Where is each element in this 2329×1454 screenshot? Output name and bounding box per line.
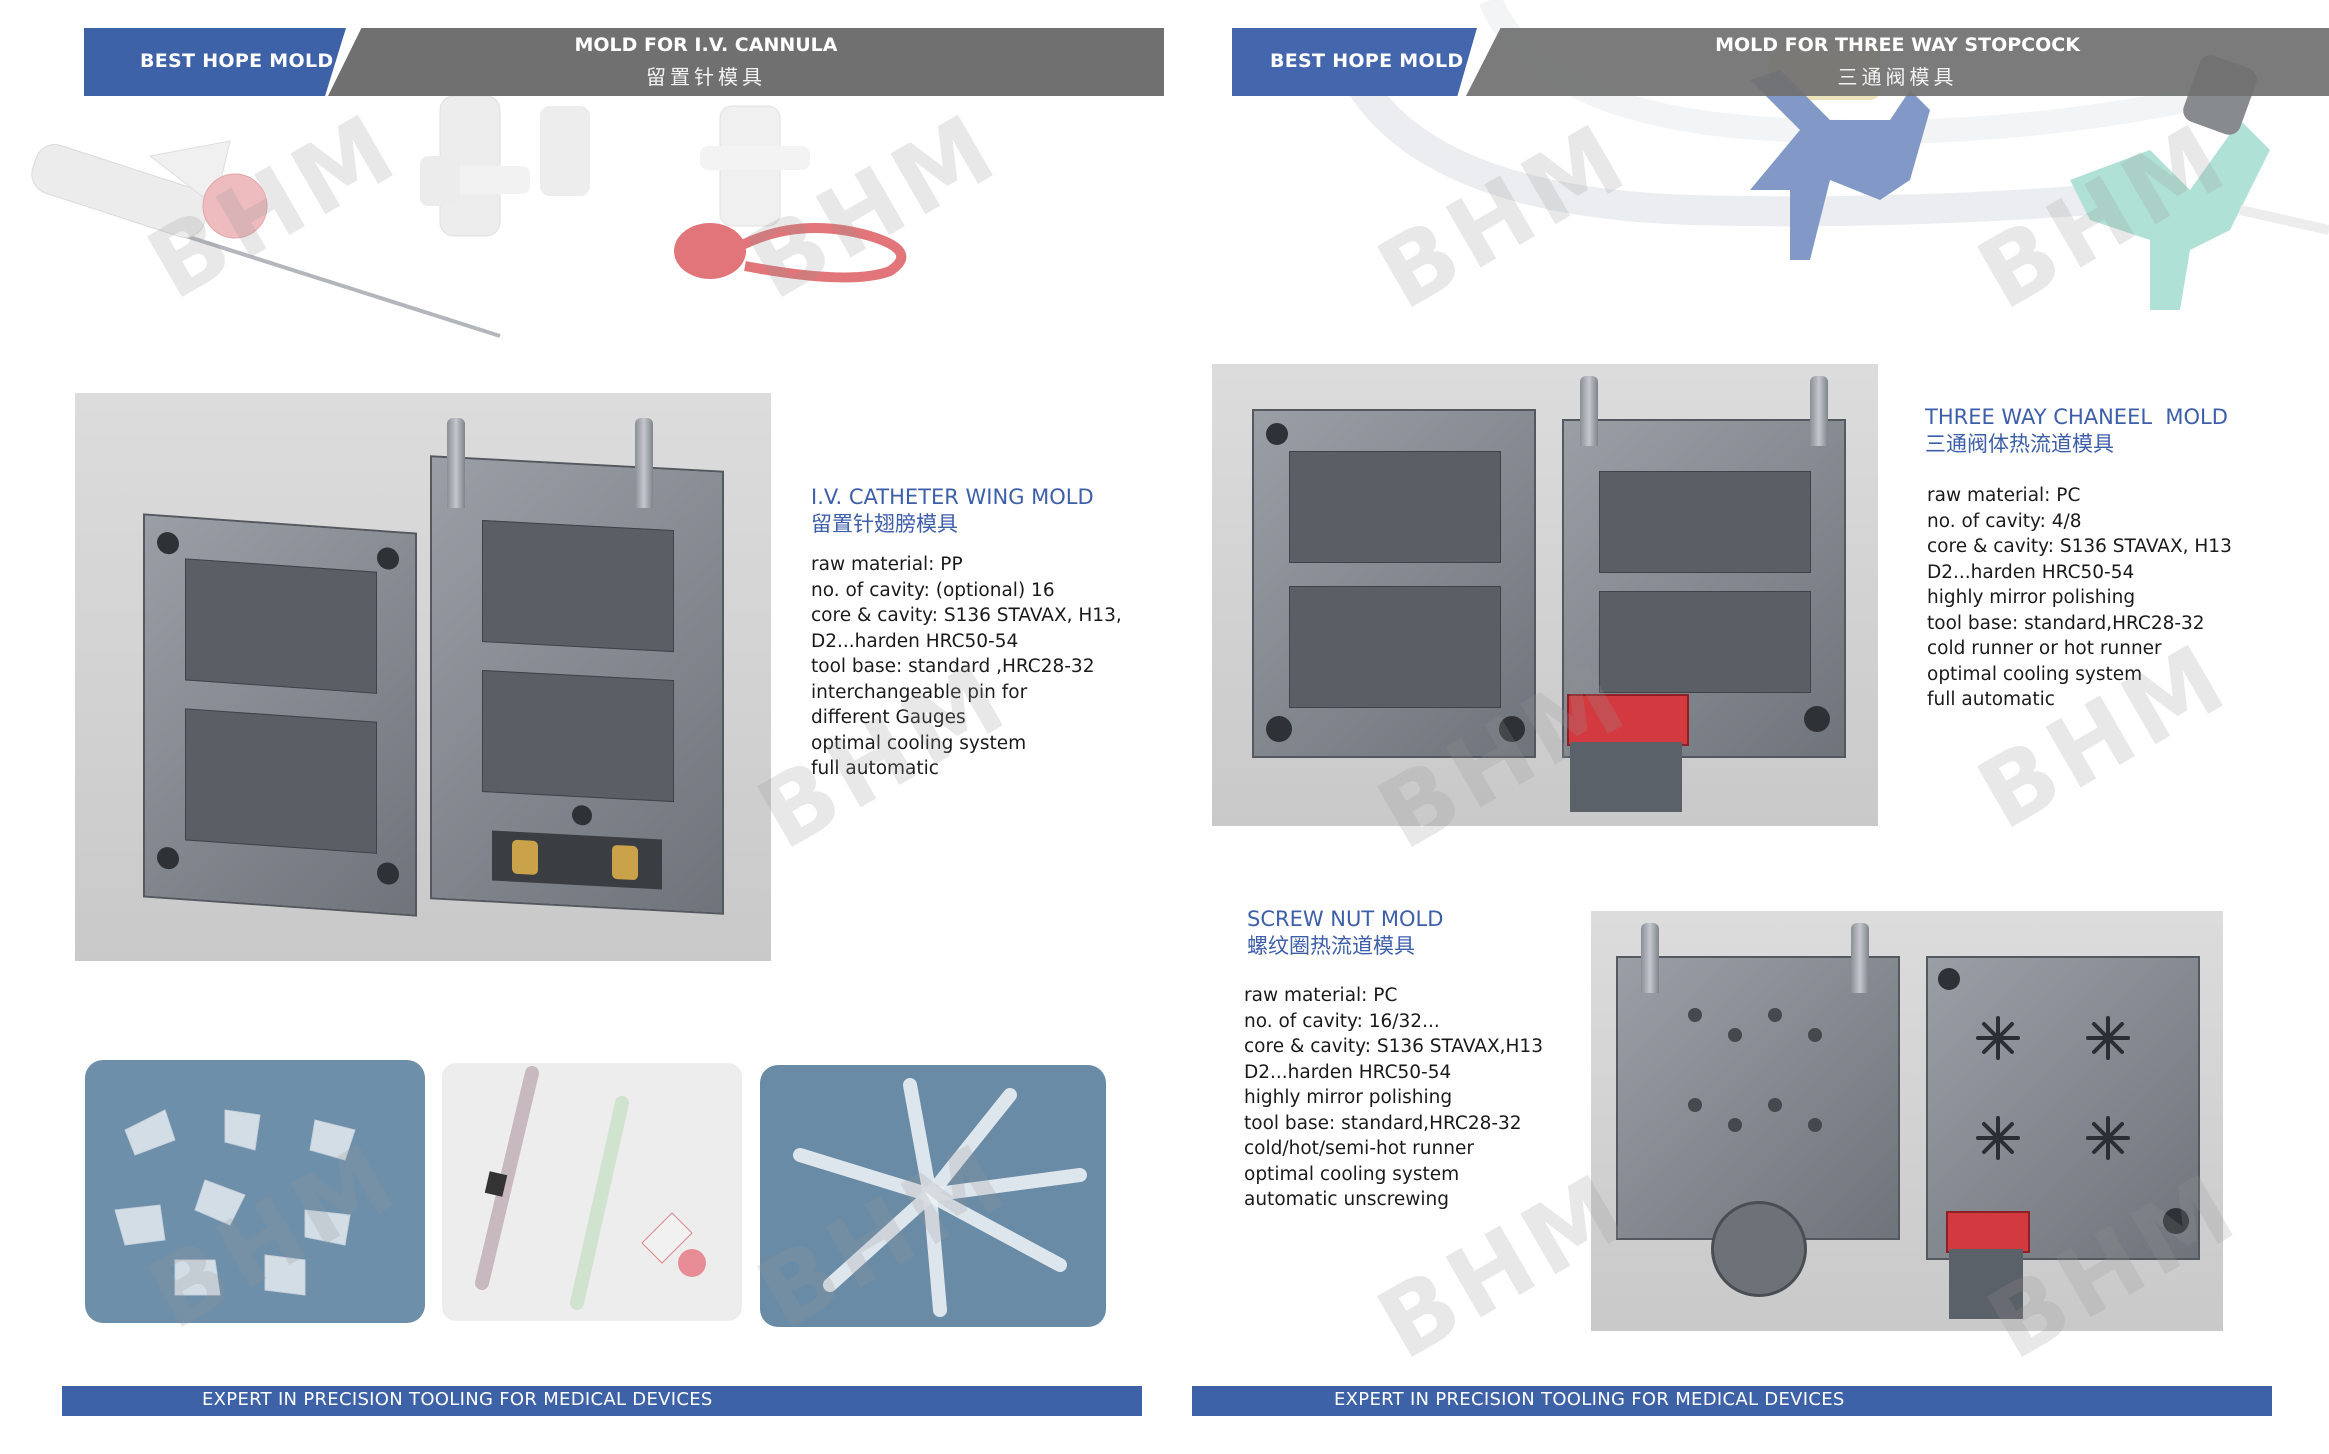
right-page: BEST HOPE MOLD MOLD FOR THREE WAY STOPCO… (1190, 0, 2329, 1454)
brand-tab: BEST HOPE MOLD (1232, 28, 1477, 96)
spec-line: highly mirror polishing (1244, 1087, 1453, 1108)
spec-line: interchangeable pin for (811, 681, 1028, 703)
product-name-cn: 留置针翅膀模具 (811, 512, 958, 536)
mold-half-left (1252, 409, 1536, 758)
spec-line: cold runner or hot runner (1927, 638, 2162, 659)
spec-line: automatic unscrewing (1244, 1189, 1450, 1210)
spec-line: raw material: PC (1927, 485, 2081, 506)
left-footer-bar: EXPERT IN PRECISION TOOLING FOR MEDICAL … (62, 1386, 1142, 1416)
iv-catheter-mold-photo (75, 393, 771, 961)
mold-half-left (1616, 956, 1900, 1240)
spec-line: core & cavity: S136 STAVAX, H13, (811, 605, 1122, 626)
product-name-cn: 三通阀体热流道模具 (1925, 432, 2114, 456)
product-name: I.V. CATHETER WING MOLD 留置针翅膀模具 (811, 484, 1094, 538)
title-bar: MOLD FOR I.V. CANNULA 留置针模具 (328, 28, 1164, 96)
iv-cannula-photo (442, 1063, 742, 1321)
cannula-hero-image (0, 96, 1190, 366)
product-name: THREE WAY CHANEEL MOLD 三通阀体热流道模具 (1925, 404, 2228, 458)
spec-line: core & cavity: S136 STAVAX,H13 (1244, 1036, 1543, 1057)
mold-half-left (143, 513, 417, 917)
title-bar: MOLD FOR THREE WAY STOPCOCK 三通阀模具 (1466, 28, 2329, 96)
mold-half-right (1926, 956, 2200, 1260)
right-header-banner: BEST HOPE MOLD MOLD FOR THREE WAY STOPCO… (1232, 28, 2329, 96)
product-name-cn: 螺纹圈热流道模具 (1247, 934, 1415, 958)
brand-tab: BEST HOPE MOLD (84, 28, 346, 96)
three-way-mold-photo (1212, 364, 1878, 826)
page-title-cn: 留置针模具 (646, 65, 766, 89)
spec-line: highly mirror polishing (1927, 587, 2136, 608)
unscrewing-motor (1711, 1201, 1807, 1297)
product-name-en: I.V. CATHETER WING MOLD (811, 485, 1094, 509)
spec-line: full automatic (1927, 689, 2055, 710)
spec-line: tool base: standard ,HRC28-32 (811, 656, 1095, 677)
product-name-en: SCREW NUT MOLD (1247, 907, 1444, 931)
hot-runner-block (1567, 694, 1689, 746)
protection-caps-photo (760, 1065, 1106, 1327)
spec-line: full automatic (811, 758, 939, 779)
cannula-illustration (31, 96, 907, 338)
spec-line: no. of cavity: 4/8 (1927, 510, 2082, 532)
brand-label: BEST HOPE MOLD (140, 50, 334, 72)
hot-runner-block (1946, 1211, 2030, 1253)
brand-label: BEST HOPE MOLD (1270, 50, 1464, 72)
spec-line: D2...harden HRC50-54 (811, 630, 1019, 652)
catheter-wings-photo (85, 1060, 425, 1323)
spec-line: no. of cavity: (optional) 16 (811, 579, 1055, 601)
spec-line: raw material: PP (811, 554, 963, 575)
mold-half-right (430, 455, 724, 915)
spec-line: core & cavity: S136 STAVAX, H13 (1927, 536, 2232, 557)
page-title-cn: 三通阀模具 (1837, 65, 1958, 89)
product-name-en: THREE WAY CHANEEL MOLD (1925, 405, 2228, 429)
spec-line: tool base: standard,HRC28-32 (1927, 612, 2205, 634)
product-specs: raw material: PC no. of cavity: 4/8 core… (1927, 483, 2232, 713)
spec-line: D2...harden HRC50-54 (1244, 1061, 1452, 1083)
page-title-en: MOLD FOR I.V. CANNULA (574, 34, 838, 56)
spec-line: no. of cavity: 16/32... (1244, 1010, 1440, 1032)
left-page: BEST HOPE MOLD MOLD FOR I.V. CANNULA 留置针… (0, 28, 1190, 1416)
spec-line: cold/hot/semi-hot runner (1244, 1138, 1474, 1159)
spec-line: different Gauges (811, 707, 966, 728)
product-specs: raw material: PC no. of cavity: 16/32...… (1244, 983, 1543, 1213)
product-specs: raw material: PP no. of cavity: (optiona… (811, 552, 1122, 782)
page-title-en: MOLD FOR THREE WAY STOPCOCK (1715, 34, 2080, 56)
product-name: SCREW NUT MOLD 螺纹圈热流道模具 (1247, 906, 1443, 960)
spec-line: optimal cooling system (1244, 1163, 1460, 1185)
spec-line: raw material: PC (1244, 985, 1398, 1006)
spec-line: tool base: standard,HRC28-32 (1244, 1112, 1522, 1134)
screw-nut-mold-photo (1591, 911, 2223, 1331)
left-header-banner: BEST HOPE MOLD MOLD FOR I.V. CANNULA 留置针… (84, 28, 1164, 96)
spec-line: D2...harden HRC50-54 (1927, 561, 2135, 583)
spec-line: optimal cooling system (811, 732, 1027, 754)
right-footer-bar: EXPERT IN PRECISION TOOLING FOR MEDICAL … (1192, 1386, 2272, 1416)
spec-line: optimal cooling system (1927, 663, 2143, 685)
footer-text: EXPERT IN PRECISION TOOLING FOR MEDICAL … (202, 1389, 713, 1410)
footer-text: EXPERT IN PRECISION TOOLING FOR MEDICAL … (1334, 1389, 1845, 1410)
